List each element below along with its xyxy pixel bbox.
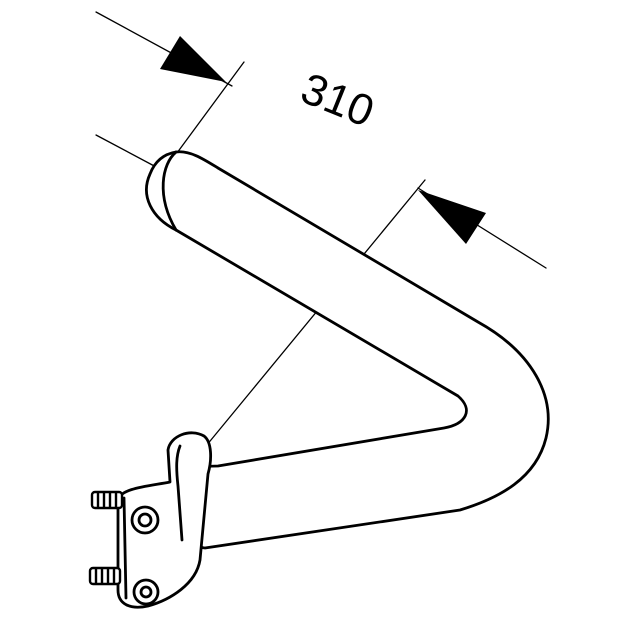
bracket-bolt-hole-bottom-inner [139, 585, 153, 599]
mounting-bracket [116, 431, 213, 609]
handle-tube-end [161, 150, 178, 232]
bracket-inner-edge [175, 444, 184, 542]
bolt-bottom [88, 566, 122, 586]
dimension-arrow-right [418, 190, 486, 244]
dimension-arrow-left [160, 36, 226, 82]
bolts [88, 490, 124, 586]
bracket-front-face [122, 496, 128, 600]
bolt-top [90, 490, 124, 510]
extension-line-left-lower [95, 134, 159, 169]
dimension-label: 310 [294, 64, 380, 137]
dimension-arrows [160, 36, 486, 244]
bracket-bolt-hole-top-inner [137, 512, 153, 528]
